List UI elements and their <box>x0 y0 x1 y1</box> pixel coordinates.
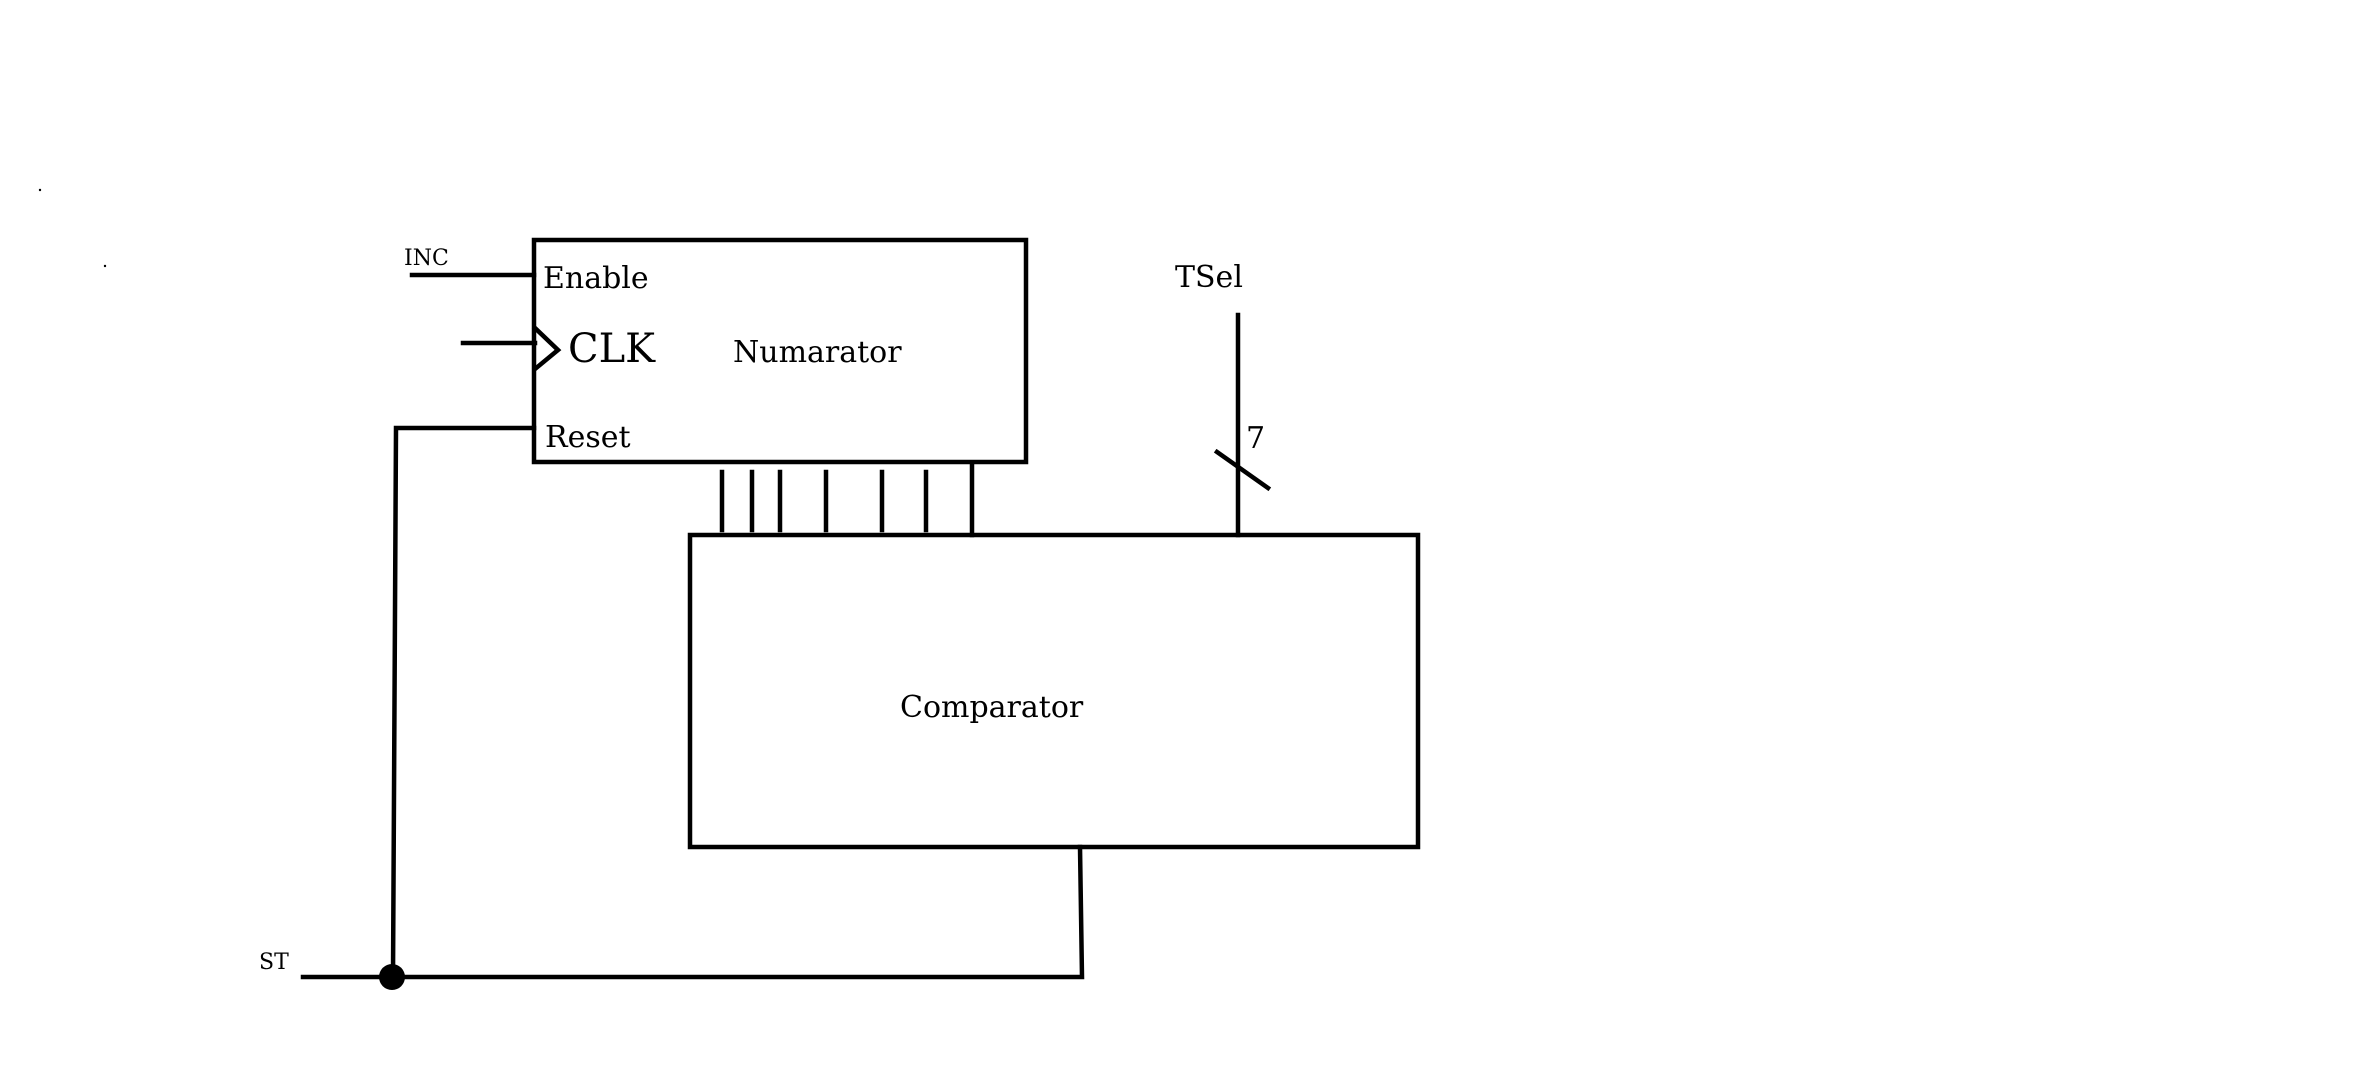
tsel-bus-width-label: 7 <box>1246 421 1265 456</box>
tsel-signal-label: TSel <box>1175 260 1243 295</box>
counter-block: Numarator Enable CLK Reset <box>531 237 1029 465</box>
st-signal-label: ST <box>259 950 289 975</box>
comparator-block: Comparator <box>687 532 1421 850</box>
counter-output-bus <box>719 461 975 538</box>
enable-port-label: Enable <box>543 261 649 296</box>
inc-signal-label: INC <box>404 246 449 271</box>
comparator-box <box>687 532 1421 850</box>
counter-box <box>531 237 1029 465</box>
counter-title: Numarator <box>733 335 902 370</box>
stray-dot <box>103 264 107 268</box>
tsel-bus-width-slash <box>1213 448 1272 492</box>
stray-dot <box>38 188 42 192</box>
comparator-output-wire <box>300 844 1085 980</box>
comparator-title: Comparator <box>900 690 1084 725</box>
clock-edge-marker <box>531 324 562 373</box>
junction-dot <box>379 964 405 990</box>
reset-port-label: Reset <box>545 420 631 455</box>
clk-port-label: CLK <box>568 326 656 372</box>
reset-feedback-wire <box>390 425 537 980</box>
